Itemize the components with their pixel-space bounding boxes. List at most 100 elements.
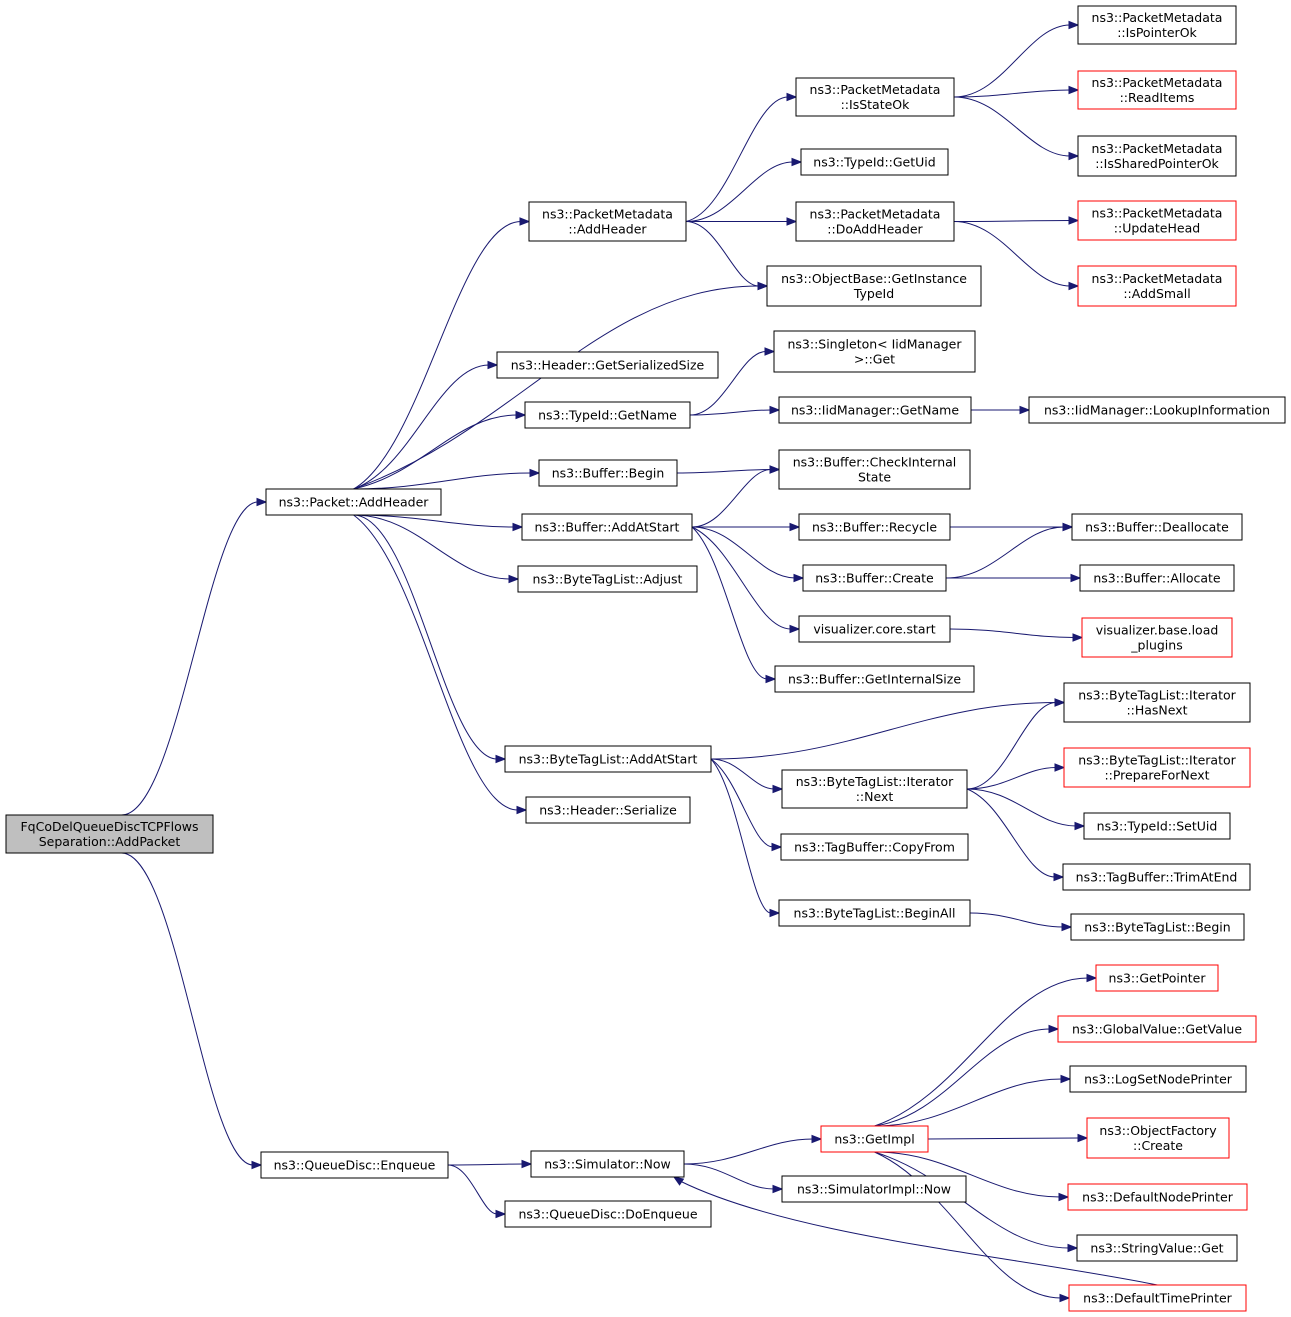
node-stringvalue-get[interactable]: ns3::StringValue::Get [1076,1234,1238,1262]
node-box [524,401,691,429]
node-label: ns3::LogSetNodePrinter [1084,1072,1233,1087]
edge-btl_iter_next-to-btl_iter_preparefornext [966,763,1066,790]
edge-arrowhead [1086,973,1098,983]
node-vis-core-start[interactable]: visualizer.core.start [798,615,951,643]
node-box [1062,863,1251,891]
edge-line [679,1180,1158,1286]
node-box [766,265,982,307]
node-tagbuffer-trimatend[interactable]: ns3::TagBuffer::TrimAtEnd [1062,863,1251,891]
edge-arrowhead [495,1209,507,1219]
node-box [778,396,972,424]
node-label: ::ReadItems [1120,90,1195,105]
node-buffer-deallocate[interactable]: ns3::Buffer::Deallocate [1071,513,1243,541]
edge-line [710,758,775,790]
node-label: State [858,470,891,485]
node-typeid-getuid[interactable]: ns3::TypeId::GetUid [800,148,949,176]
node-header-serialize[interactable]: ns3::Header::Serialize [525,796,691,824]
node-box [1076,1234,1238,1262]
edge-arrowhead [251,1160,263,1170]
node-box [1063,682,1251,723]
edge-line [874,1151,1070,1249]
node-tagbuffer-copyfrom[interactable]: ns3::TagBuffer::CopyFrom [780,833,969,861]
node-pm-updatehead[interactable]: ns3::PacketMetadata::UpdateHead [1077,200,1237,241]
node-pm-ispointerok[interactable]: ns3::PacketMetadata::IsPointerOk [1077,5,1237,45]
node-singleton-get[interactable]: ns3::Singleton< IidManager>::Get [773,330,976,373]
edge-packet_addheader-to-buffer_addatstart [353,514,524,532]
node-label: ns3::ByteTagList::Iterator [796,774,954,789]
node-defaultnodeprinter[interactable]: ns3::DefaultNodePrinter [1067,1183,1248,1211]
node-btl-iter-next[interactable]: ns3::ByteTagList::Iterator::Next [781,769,968,809]
node-label: ::DoAddHeader [827,222,923,237]
node-objectfactory-create[interactable]: ns3::ObjectFactory::Create [1086,1117,1230,1159]
node-simulator-now[interactable]: ns3::Simulator::Now [530,1150,685,1178]
node-label: ns3::ByteTagList::Begin [1084,920,1230,935]
node-qd-doenqueue[interactable]: ns3::QueueDisc::DoEnqueue [504,1200,712,1228]
node-pm-addsmall[interactable]: ns3::PacketMetadata::AddSmall [1077,265,1237,307]
node-pm-readitems[interactable]: ns3::PacketMetadata::ReadItems [1077,70,1237,110]
node-typeid-setuid[interactable]: ns3::TypeId::SetUid [1083,812,1231,840]
edge-arrowhead [519,217,531,226]
node-btl-adjust[interactable]: ns3::ByteTagList::Adjust [517,565,698,593]
node-box [1081,617,1233,658]
node-btl-iter-preparefornext[interactable]: ns3::ByteTagList::Iterator::PrepareForNe… [1063,747,1251,788]
node-box [798,513,951,541]
node-btl-addatstart[interactable]: ns3::ByteTagList::AddAtStart [504,745,712,773]
edge-packet_addheader-to-typeid_getname [353,410,527,490]
node-buffer-recycle[interactable]: ns3::Buffer::Recycle [798,513,951,541]
edge-arrowhead [1068,20,1080,30]
node-defaulttimeprinter[interactable]: ns3::DefaultTimePrinter [1068,1284,1247,1312]
edge-line [353,414,518,490]
edge-line [685,161,794,222]
edge-line [966,767,1057,790]
edge-arrowhead [1068,85,1080,95]
node-buffer-create[interactable]: ns3::Buffer::Create [802,564,947,592]
node-btl-begin[interactable]: ns3::ByteTagList::Begin [1070,913,1245,941]
edge-btl_addatstart-to-tagbuffer_copyfrom [710,758,783,852]
edge-line [710,702,1057,760]
edge-queuedisc_enqueue-to-simulator_now [447,1159,533,1169]
node-buffer-getinternalsize[interactable]: ns3::Buffer::GetInternalSize [774,665,975,693]
node-buffer-begin[interactable]: ns3::Buffer::Begin [538,459,678,487]
node-getimpl[interactable]: ns3::GetImpl [820,1125,929,1153]
node-box [504,745,712,773]
node-pm-issharedpointerok[interactable]: ns3::PacketMetadata::IsSharedPointerOk [1077,135,1237,177]
node-iidmanager-lookupinformation[interactable]: ns3::IidManager::LookupInformation [1028,396,1286,424]
edge-packet_addheader-to-objbase_getinstancetypeid [353,281,769,490]
node-pm-isstateok[interactable]: ns3::PacketMetadata::IsStateOk [795,77,955,117]
node-header-getserializedsize[interactable]: ns3::Header::GetSerializedSize [496,351,719,379]
edge-buffer_recycle-to-buffer_deallocate [950,522,1074,532]
edge-root-to-queuedisc_enqueue [121,852,263,1170]
edge-arrowhead [495,754,507,764]
edge-arrowhead [515,410,527,420]
node-box [1063,747,1251,788]
node-btl-iter-hasnext[interactable]: ns3::ByteTagList::Iterator::HasNext [1063,682,1251,723]
node-buffer-addatstart[interactable]: ns3::Buffer::AddAtStart [521,513,693,541]
edge-pm_doaddheader-to-pm_updatehead [953,216,1080,225]
node-pm-doaddheader[interactable]: ns3::PacketMetadata::DoAddHeader [795,201,955,242]
node-typeid-getname[interactable]: ns3::TypeId::GetName [524,401,691,429]
node-root[interactable]: FqCoDelQueueDiscTCPFlowsSeparation::AddP… [5,814,214,854]
node-buffer-allocate[interactable]: ns3::Buffer::Allocate [1079,564,1235,592]
edge-btl_addatstart-to-btl_beginall [710,758,781,918]
node-btl-beginall[interactable]: ns3::ByteTagList::BeginAll [778,899,971,927]
node-label: ::Next [856,789,894,804]
node-label: FqCoDelQueueDiscTCPFlows [20,819,198,834]
edge-buffer_addatstart-to-vis_core_start [691,526,801,634]
node-logsetnodeprinter[interactable]: ns3::LogSetNodePrinter [1069,1065,1247,1093]
edge-arrowhead [793,573,805,583]
node-pm-addheader[interactable]: ns3::PacketMetadata::AddHeader [528,201,687,242]
edge-line [685,221,760,287]
node-iidmanager-getname[interactable]: ns3::IidManager::GetName [778,396,972,424]
node-packet-addheader[interactable]: ns3::Packet::AddHeader [265,488,442,516]
node-simimpl-now[interactable]: ns3::SimulatorImpl::Now [781,1175,967,1203]
node-label: ns3::ByteTagList::AddAtStart [519,752,698,767]
edge-buffer_addatstart-to-buffer_getinternalsize [691,526,777,684]
node-getpointer[interactable]: ns3::GetPointer [1095,964,1219,992]
node-queuedisc-enqueue[interactable]: ns3::QueueDisc::Enqueue [260,1151,449,1179]
node-box [802,564,947,592]
edge-line [953,96,1071,157]
node-vis-base-loadplugins[interactable]: visualizer.base.load_plugins [1081,617,1233,658]
node-globalvalue-getvalue[interactable]: ns3::GlobalValue::GetValue [1057,1015,1257,1043]
